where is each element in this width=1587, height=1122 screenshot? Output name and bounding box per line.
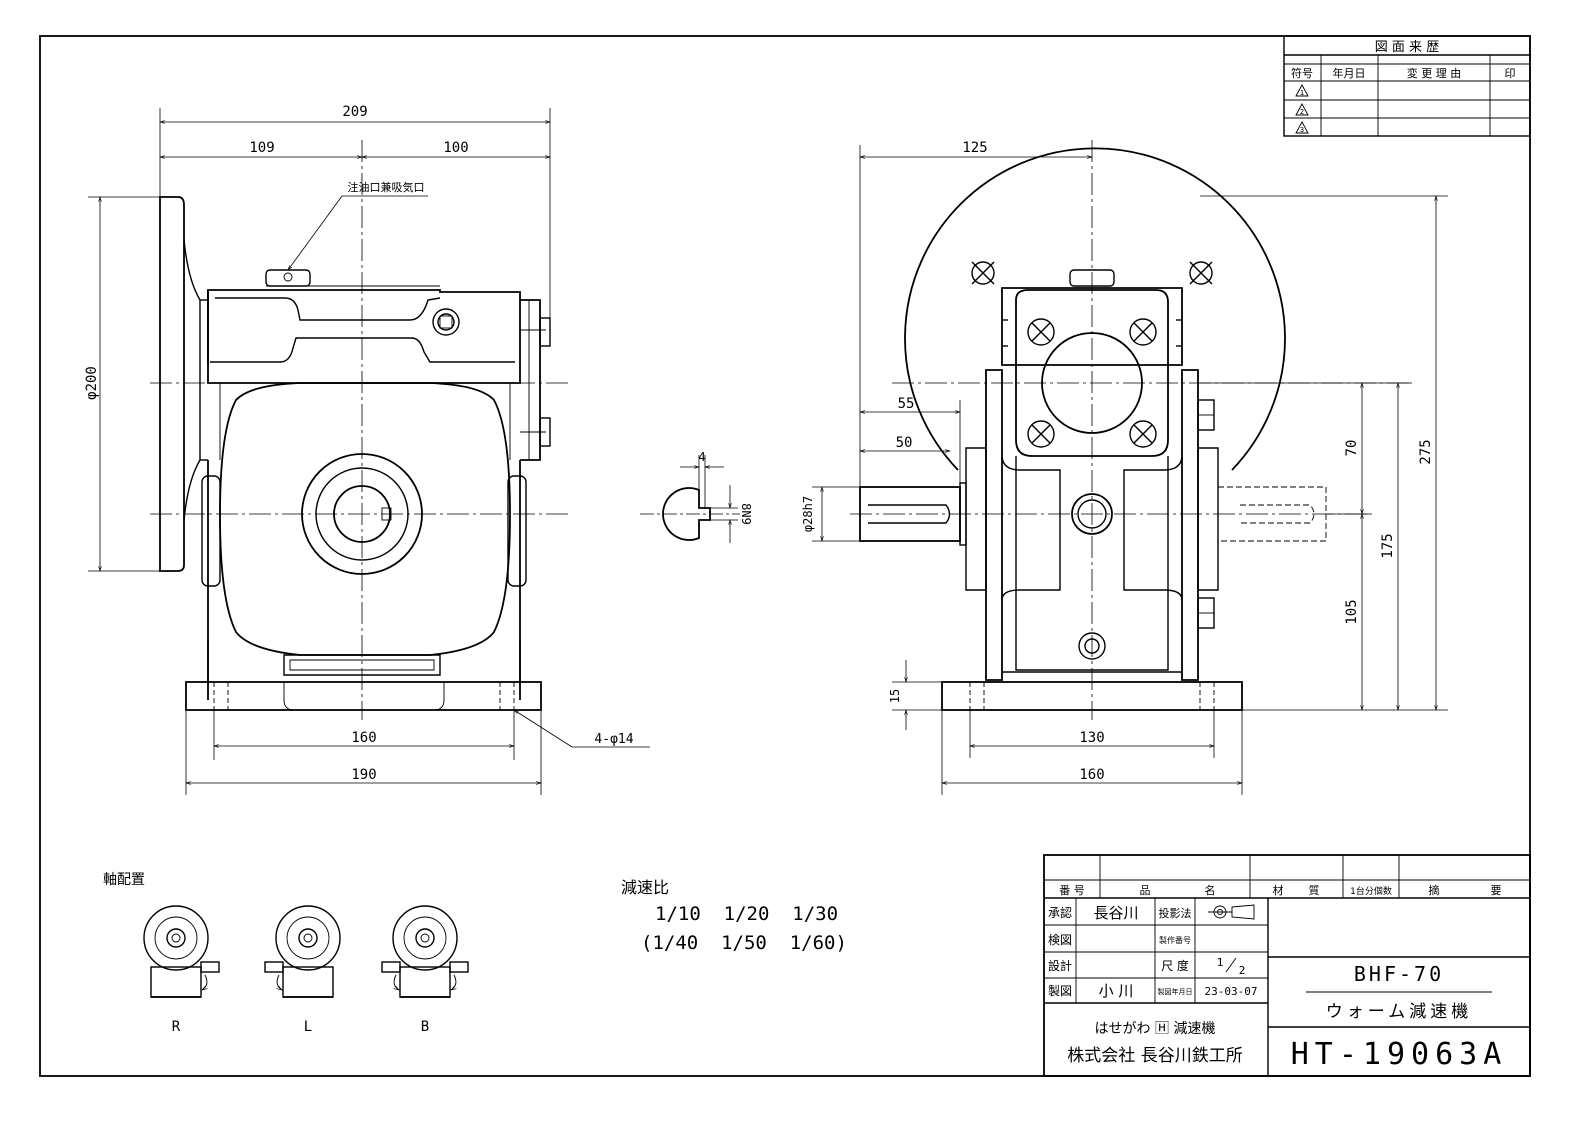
arrangement-l-label: L bbox=[304, 1019, 312, 1035]
shaft-arrangement: 軸配置 bbox=[103, 872, 469, 1035]
svg-text:要: 要 bbox=[1491, 884, 1502, 897]
revision-mark-1: 1 bbox=[1295, 84, 1309, 97]
approver-name: 長谷川 bbox=[1093, 904, 1138, 922]
svg-text:投影法: 投影法 bbox=[1159, 906, 1192, 920]
arrangement-r-label: R bbox=[172, 1019, 181, 1035]
dim-105: 105 bbox=[1344, 599, 1360, 624]
arrangement-b-icon bbox=[381, 905, 469, 998]
revision-title: 図 面 来 歴 bbox=[1375, 40, 1439, 55]
revision-header-seal: 印 bbox=[1505, 67, 1516, 80]
front-view: 125 55 50 φ28h7 70 105 175 275 15 130 bbox=[801, 140, 1448, 795]
dim-50: 50 bbox=[896, 435, 913, 451]
dim-100: 100 bbox=[443, 140, 468, 156]
svg-text:3: 3 bbox=[1300, 126, 1304, 134]
dim-209: 209 bbox=[342, 104, 367, 120]
ratio-line-2: (1/40 1/50 1/60) bbox=[641, 932, 847, 954]
dim-175: 175 bbox=[1380, 533, 1396, 558]
shaft-arrangement-title: 軸配置 bbox=[103, 872, 145, 888]
drafter-name: 小 川 bbox=[1099, 982, 1134, 1000]
dim-125: 125 bbox=[962, 140, 987, 156]
product-name: ウォーム減速機 bbox=[1326, 1002, 1473, 1022]
svg-text:摘: 摘 bbox=[1429, 883, 1440, 897]
svg-text:製図: 製図 bbox=[1048, 984, 1072, 998]
arrangement-b-label: B bbox=[421, 1019, 429, 1035]
revision-header-reason: 変 更 理 由 bbox=[1407, 66, 1462, 80]
revision-mark-2: 2 bbox=[1295, 103, 1309, 116]
svg-text:名: 名 bbox=[1205, 883, 1216, 897]
svg-text:2: 2 bbox=[1300, 108, 1304, 116]
svg-text:品: 品 bbox=[1140, 884, 1151, 897]
svg-text:1台分個数: 1台分個数 bbox=[1350, 885, 1392, 897]
dim-key-fit: 8N9 bbox=[739, 503, 753, 525]
dim-109: 109 bbox=[249, 140, 274, 156]
ratio-line-1: 1/10 1/20 1/30 bbox=[655, 903, 838, 925]
svg-text:1: 1 bbox=[1300, 89, 1304, 97]
projection-symbol-icon bbox=[1208, 904, 1255, 920]
svg-text:1: 1 bbox=[1217, 956, 1224, 969]
svg-text:2: 2 bbox=[1239, 964, 1246, 977]
svg-text:質: 質 bbox=[1309, 883, 1320, 897]
dim-190: 190 bbox=[351, 767, 376, 783]
dim-15: 15 bbox=[888, 689, 902, 703]
dim-55: 55 bbox=[898, 396, 915, 412]
svg-text:製図年月日: 製図年月日 bbox=[1158, 987, 1193, 996]
svg-text:番 号: 番 号 bbox=[1059, 884, 1085, 897]
oil-port-label: 注油口兼吸気口 bbox=[348, 180, 425, 194]
dim-275: 275 bbox=[1418, 439, 1434, 464]
arrangement-l-icon bbox=[264, 905, 341, 998]
svg-text:検図: 検図 bbox=[1048, 933, 1072, 947]
svg-text:尺 度: 尺 度 bbox=[1161, 958, 1189, 973]
dim-key-width: 4 bbox=[698, 450, 705, 464]
sheet-border bbox=[39, 35, 1531, 1077]
model-name: BHF-70 bbox=[1354, 962, 1444, 986]
dim-160-front: 160 bbox=[1079, 767, 1104, 783]
company-name: 株式会社 長谷川鉄工所 bbox=[1067, 1046, 1242, 1066]
title-block: 番 号 品 名 材 質 1台分個数 摘 要 承認 長谷川 投影法 検図 製作番号… bbox=[1043, 854, 1531, 1077]
dim-130: 130 bbox=[1079, 730, 1104, 746]
dim-160-side: 160 bbox=[351, 730, 376, 746]
bolt-holes-label: 4-φ14 bbox=[594, 732, 633, 747]
scale-value: 1 2 bbox=[1217, 956, 1246, 977]
svg-text:設計: 設計 bbox=[1048, 958, 1072, 973]
side-view: 209 109 100 φ200 注油口兼吸気口 160 190 4-φ14 bbox=[84, 104, 650, 795]
revision-header-symbol: 符号 bbox=[1291, 67, 1313, 80]
dim-flange-dia: φ200 bbox=[84, 366, 100, 400]
svg-text:承認: 承認 bbox=[1048, 905, 1072, 920]
revision-table: 図 面 来 歴 符号 年月日 変 更 理 由 印 1 2 3 bbox=[1283, 35, 1531, 137]
dim-shaft-dia: φ28h7 bbox=[801, 496, 815, 532]
revision-header-date: 年月日 bbox=[1333, 66, 1366, 80]
arrangement-r-icon bbox=[143, 905, 220, 998]
revision-mark-3: 3 bbox=[1295, 121, 1309, 134]
key-detail: 4 8N9 bbox=[640, 450, 753, 543]
drawing-date: 23-03-07 bbox=[1205, 985, 1258, 998]
reduction-ratio: 減速比 1/10 1/20 1/30 (1/40 1/50 1/60) bbox=[621, 878, 847, 954]
svg-text:材: 材 bbox=[1273, 883, 1284, 897]
dim-70: 70 bbox=[1344, 440, 1360, 457]
ratio-title: 減速比 bbox=[621, 878, 669, 897]
drawing-number: HT-19063A bbox=[1291, 1037, 1508, 1072]
svg-text:製作番号: 製作番号 bbox=[1159, 935, 1191, 945]
brand-line: はせがわ 🄷 減速機 bbox=[1095, 1020, 1216, 1037]
